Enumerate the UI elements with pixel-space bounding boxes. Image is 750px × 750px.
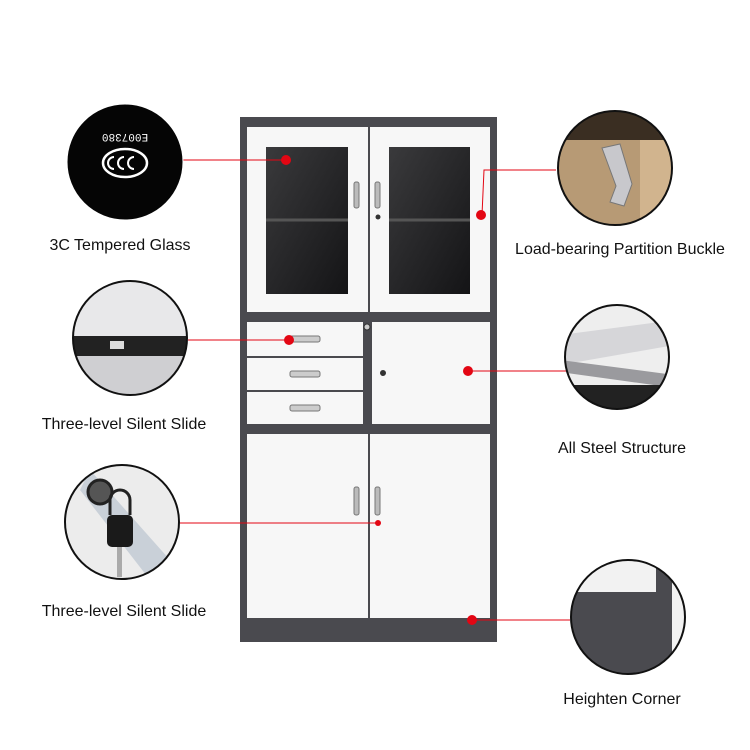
glass-door-left [247, 127, 368, 312]
detail-steel [564, 304, 670, 410]
detail-corner [570, 559, 686, 675]
detail-slide [72, 280, 188, 396]
svg-text:E007380: E007380 [102, 130, 148, 142]
label-silent-slide-2: Three-level Silent Slide [42, 603, 207, 620]
glass-door-right [370, 127, 490, 312]
detail-lock [64, 464, 180, 580]
label-partition-buckle: Load-bearing Partition Buckle [515, 241, 725, 258]
detail-glass-mark: E007380 [66, 103, 184, 221]
label-silent-slide: Three-level Silent Slide [42, 416, 207, 433]
label-steel-structure: All Steel Structure [558, 440, 686, 457]
callout-dots [281, 155, 486, 625]
drawers [247, 322, 371, 424]
callout-lines [180, 159, 570, 621]
lower-doors [247, 434, 490, 618]
label-tempered-glass: 3C Tempered Glass [49, 237, 190, 254]
detail-buckle [557, 110, 673, 226]
label-heighten-corner: Heighten Corner [563, 691, 681, 708]
cabinet [240, 117, 497, 642]
